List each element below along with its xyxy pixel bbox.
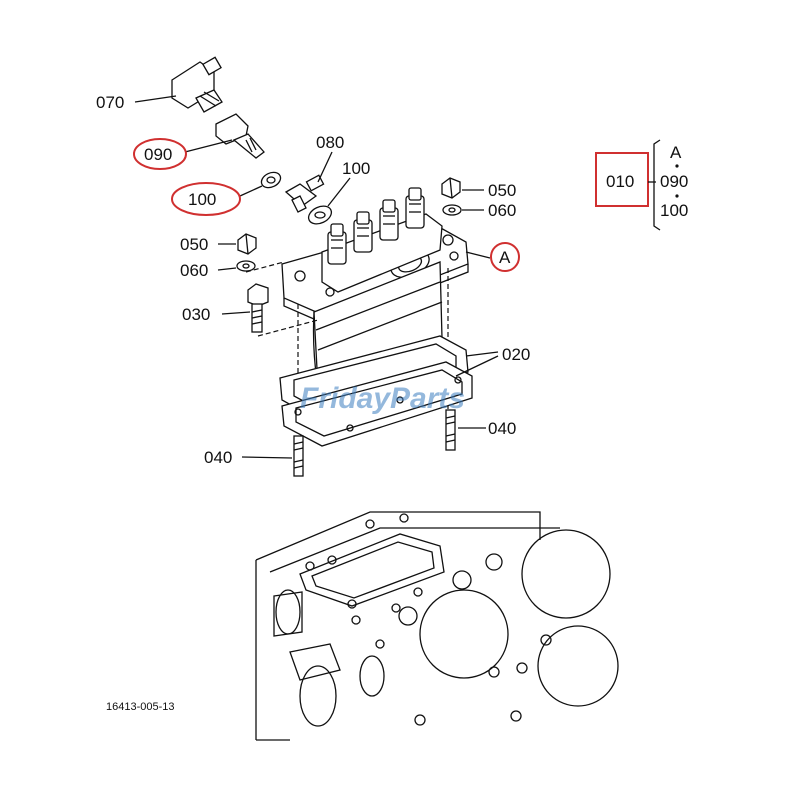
legend-item-090: 090 (660, 172, 688, 191)
part-060-washer-right (442, 204, 462, 216)
label-040-left: 040 (204, 448, 232, 467)
highlight-100 (171, 182, 241, 216)
legend-item-100: 100 (660, 201, 688, 220)
part-050-nut-right (441, 177, 461, 199)
part-100-washer (260, 171, 282, 189)
label-080: 080 (316, 133, 344, 152)
part-020-gaskets (279, 335, 473, 447)
label-040-right: 040 (488, 419, 516, 438)
injection-pump (281, 187, 469, 389)
part-100-washer-right (307, 205, 333, 225)
legend-item-A: A (670, 143, 682, 162)
part-090-bolt (215, 113, 265, 159)
legend-highlight-box (595, 152, 649, 207)
highlight-090 (133, 138, 187, 170)
label-100-left: 100 (188, 190, 216, 209)
part-060-washer-left (236, 260, 256, 272)
label-090: 090 (144, 145, 172, 164)
label-050-left: 050 (180, 235, 208, 254)
engine-block (255, 511, 619, 741)
part-040-stud-right (445, 409, 456, 451)
part-040-stud-left (293, 435, 304, 477)
label-050-right: 050 (488, 181, 516, 200)
part-050-nut-left (237, 233, 257, 255)
legend-kit: 010 A 090 100 (595, 139, 688, 231)
label-A: A (499, 248, 511, 267)
part-030-bolt (247, 283, 269, 333)
label-060-right: 060 (488, 201, 516, 220)
watermark: FridayParts (300, 382, 465, 415)
legend-main: 010 (606, 172, 634, 191)
highlight-A (490, 242, 520, 272)
label-070: 070 (96, 93, 124, 112)
label-100-right: 100 (342, 159, 370, 178)
drawing-number: 16413-005-13 (106, 701, 175, 713)
label-060-left: 060 (180, 261, 208, 280)
label-030: 030 (182, 305, 210, 324)
label-020: 020 (502, 345, 530, 364)
part-070-fitting (171, 56, 223, 113)
